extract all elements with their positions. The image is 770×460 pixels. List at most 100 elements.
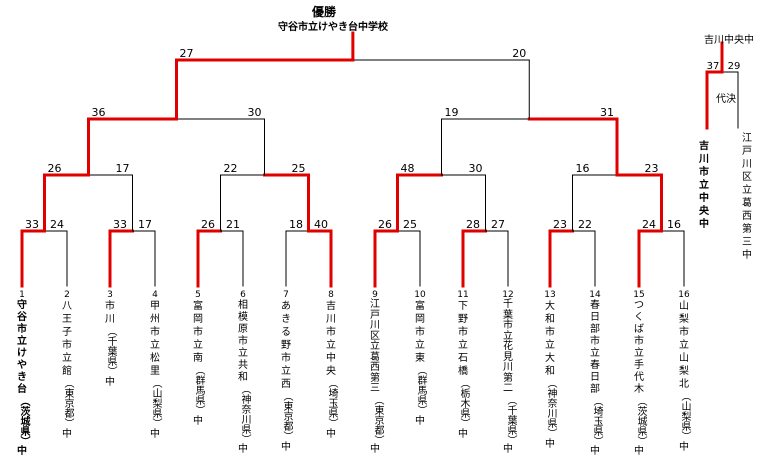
entry-3-school: 市川 [105,301,115,325]
entry-9-name: 江戸川区立葛西第三（東京都）中 [368,299,383,455]
entry-number-11: 11 [457,290,468,300]
r1-match-2-score-left: 33 [113,218,127,231]
entry-10-name: 富岡市立東（群馬県）中 [413,300,427,428]
r1-match-3-score-left: 26 [201,218,215,231]
entry-9-tail: 中 [370,443,380,455]
entry-12-prefecture: （千葉県） [505,394,516,445]
semi-match-1-score-left: 36 [92,106,106,119]
entry-1-prefecture: （茨城県） [18,396,29,446]
entry-11-school: 下野市立石橋 [458,301,468,377]
entry-8-name: 吉川市立中央（埼玉県）中 [324,300,338,441]
entry-number-14: 14 [589,290,601,300]
entry-6-prefecture: （神奈川県） [239,384,250,444]
entry-number-9: 9 [372,290,378,300]
entry-number-16: 16 [678,290,690,300]
semi-match-2-score-right: 31 [600,106,614,119]
entry-16-name: 山梨市立山梨北（山梨県）中 [677,300,691,454]
semi-match-2-score-left: 19 [445,106,459,119]
entry-14-name: 春日部市立春日部（埼玉県）中 [588,300,602,458]
semi-match-1-score-right: 30 [248,106,262,119]
entry-1-name: 守谷市立けやき台（茨城県）中 [15,300,29,458]
r2-match-3-score-right: 30 [469,162,483,175]
entry-11-prefecture: （栃木県） [458,378,469,428]
r2-match-4-score-right: 23 [645,162,659,175]
entry-number-15: 15 [633,290,644,300]
entry-number-8: 8 [328,290,334,300]
entry-6-name: 相模原市立共和（神奈川県）中 [236,300,250,456]
entry-10-school: 富岡市立東 [415,301,425,364]
entry-4-school: 甲州市立松里 [150,301,160,377]
entry-13-name: 大和市立大和（神奈川県）中 [543,300,557,451]
entry-5-name: 富岡市立南（群馬県）中 [191,300,205,428]
entry-number-2: 2 [64,290,70,300]
r2-match-2-score-right: 25 [292,162,306,175]
r2-match-1-score-right: 17 [116,162,130,175]
entry-13-prefecture: （神奈川県） [545,378,556,438]
entry-4-name: 甲州市立松里（山梨県）中 [148,300,162,441]
entry-10-prefecture: （群馬県） [415,365,426,415]
r1-match-2-score-right: 17 [138,218,152,231]
entry-number-6: 6 [240,290,246,300]
entry-3-name: 市川（千葉県）中 [103,300,117,389]
r1-match-1-score-left: 33 [25,218,39,231]
final-match-score-right: 20 [512,47,526,60]
entry-2-tail: 中 [62,429,72,440]
entry-6-tail: 中 [238,444,248,455]
entry-7-name: あきる野市立西（東京都）中 [279,300,293,454]
entry-5-prefecture: （群馬県） [193,365,204,415]
entry-7-school: あきる野市立西 [281,301,291,390]
r1-match-4-score-right: 40 [314,218,328,231]
playoff-left-school: 吉川市立中央中 [699,141,709,230]
entry-11-name: 下野市立石橋（栃木県）中 [456,300,470,441]
r1-match-4-score-left: 18 [289,218,303,231]
entry-8-school: 吉川市立中央 [326,301,336,377]
r1-match-7-score-right: 22 [578,218,592,231]
entry-8-tail: 中 [326,429,336,440]
champion-name: 守谷市立けやき台中学校 [278,22,388,33]
r1-match-8-score-right: 16 [667,218,681,231]
playoff-score-right: 29 [728,61,741,72]
entry-10-tail: 中 [415,416,425,427]
entry-16-tail: 中 [679,442,689,453]
entry-14-school: 春日部市立春日部 [590,300,600,395]
entry-8-prefecture: （埼玉県） [326,378,337,428]
entry-12-school: 千葉市立花見川第二 [503,299,513,394]
r2-match-1-score-left: 26 [48,162,62,175]
playoff-winner: 吉川中央中 [704,35,754,46]
entry-5-school: 富岡市立南 [193,301,203,364]
entry-9-prefecture: （東京都） [372,394,383,445]
r2-match-3-score-left: 48 [401,162,415,175]
entry-13-school: 大和市立大和 [545,301,555,377]
entry-2-name: 八王子市立館（東京都）中 [60,300,74,441]
entry-2-prefecture: （東京都） [62,378,73,428]
entry-14-tail: 中 [590,446,600,457]
entry-15-name: つくば市立手代木（茨城県）中 [632,300,646,458]
entry-5-tail: 中 [193,416,203,427]
r2-match-2-score-left: 22 [224,162,238,175]
entry-14-prefecture: （埼玉県） [591,396,602,446]
playoff-label: 代決 [716,94,736,105]
playoff-right-school: 江戸川区立葛西第三中 [742,133,752,261]
entry-3-tail: 中 [105,377,115,388]
entry-15-school: つくば市立手代木 [634,300,644,395]
r1-match-7-score-left: 23 [553,218,567,231]
entry-4-tail: 中 [150,429,160,440]
entry-number-3: 3 [107,290,113,300]
r1-match-6-score-left: 28 [466,218,480,231]
entry-number-1: 1 [19,290,25,300]
entry-15-tail: 中 [634,446,644,457]
entry-2-school: 八王子市立館 [62,301,72,377]
entry-number-5: 5 [195,290,201,300]
entry-12-name: 千葉市立花見川第二（千葉県）中 [501,299,516,455]
r2-match-4-score-left: 16 [576,162,590,175]
entry-number-4: 4 [152,290,158,300]
entry-7-prefecture: （東京都） [281,391,292,441]
entry-6-school: 相模原市立共和 [238,300,248,383]
entry-number-7: 7 [283,290,289,300]
entry-13-tail: 中 [545,439,555,450]
entry-7-tail: 中 [281,442,291,453]
entry-15-prefecture: （茨城県） [635,396,646,446]
r1-match-8-score-left: 24 [642,218,656,231]
entry-number-13: 13 [544,290,555,300]
